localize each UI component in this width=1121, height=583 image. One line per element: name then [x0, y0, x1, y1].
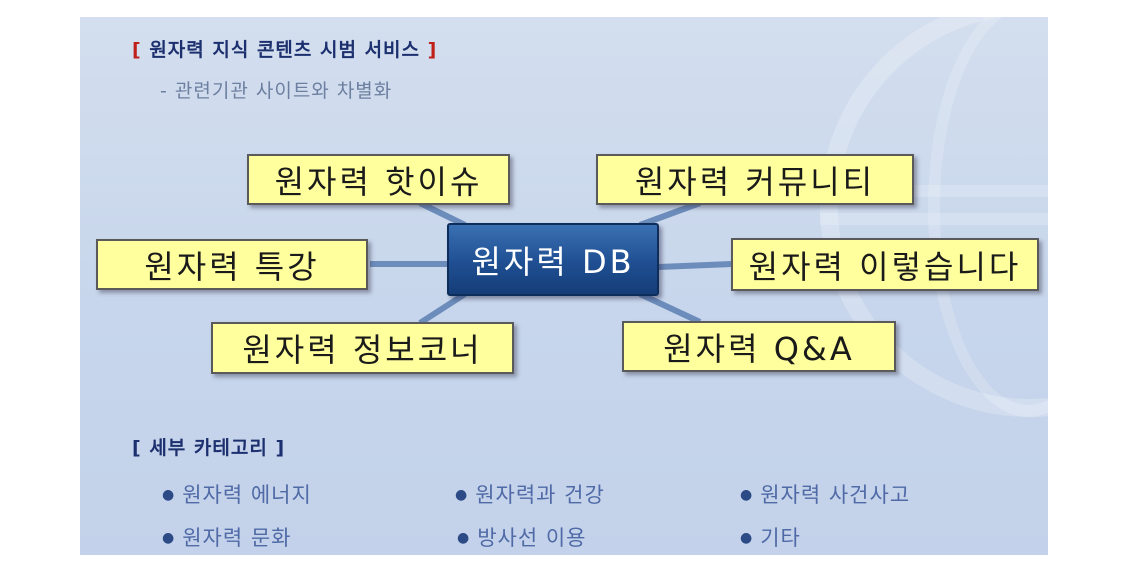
subtitle: - 관련기관 사이트와 차별화 — [160, 80, 393, 102]
category-label: 원자력 문화 — [182, 526, 292, 550]
category-label: 원자력 사건사고 — [760, 483, 911, 507]
node-community: 원자력 커뮤니티 — [596, 154, 914, 205]
category-label: 방사선 이용 — [477, 526, 587, 550]
category-label: 원자력 에너지 — [182, 483, 312, 507]
page-title: [ 원자력 지식 콘텐츠 시범 서비스 ] — [132, 35, 437, 62]
category-item: ● 기타 — [740, 522, 801, 552]
node-hot-issue: 원자력 핫이슈 — [247, 154, 510, 205]
node-center-db: 원자력 DB — [447, 223, 659, 296]
category-item: ● 원자력 에너지 — [162, 479, 312, 509]
connector-hot-issue — [418, 200, 467, 228]
title-bracket-close: ] — [427, 39, 438, 61]
node-qa: 원자력 Q&A — [622, 321, 896, 372]
title-bracket-open: [ — [132, 39, 142, 61]
node-lecture: 원자력 특강 — [96, 239, 368, 290]
bullet-icon: ● — [457, 530, 471, 546]
connector-like-this — [658, 261, 733, 270]
category-item: ● 원자력 문화 — [162, 522, 292, 552]
slide-panel: [ 원자력 지식 콘텐츠 시범 서비스 ] - 관련기관 사이트와 차별화 원자… — [80, 17, 1048, 555]
category-item: ● 방사선 이용 — [457, 522, 587, 552]
categories-heading-text: 세부 카테고리 — [149, 437, 268, 459]
diagram-connectors — [370, 200, 733, 326]
category-label: 기타 — [760, 526, 801, 550]
category-item: ● 원자력 사건사고 — [740, 479, 910, 509]
bullet-icon: ● — [740, 487, 754, 503]
categories-heading: [ 세부 카테고리 ] — [132, 433, 285, 460]
node-like-this: 원자력 이렇습니다 — [731, 238, 1039, 291]
connector-info-corner — [418, 291, 467, 326]
bullet-icon: ● — [162, 530, 176, 546]
bullet-icon: ● — [455, 487, 469, 503]
title-text: 원자력 지식 콘텐츠 시범 서비스 — [149, 39, 421, 61]
category-item: ● 원자력과 건강 — [455, 479, 605, 509]
connector-community — [638, 200, 702, 228]
node-info-corner: 원자력 정보코너 — [211, 322, 514, 374]
category-label: 원자력과 건강 — [475, 483, 605, 507]
connector-qa — [638, 291, 702, 325]
categories-bracket-close: ] — [275, 437, 286, 459]
bullet-icon: ● — [162, 487, 176, 503]
bullet-icon: ● — [740, 530, 754, 546]
categories-bracket-open: [ — [132, 437, 142, 459]
